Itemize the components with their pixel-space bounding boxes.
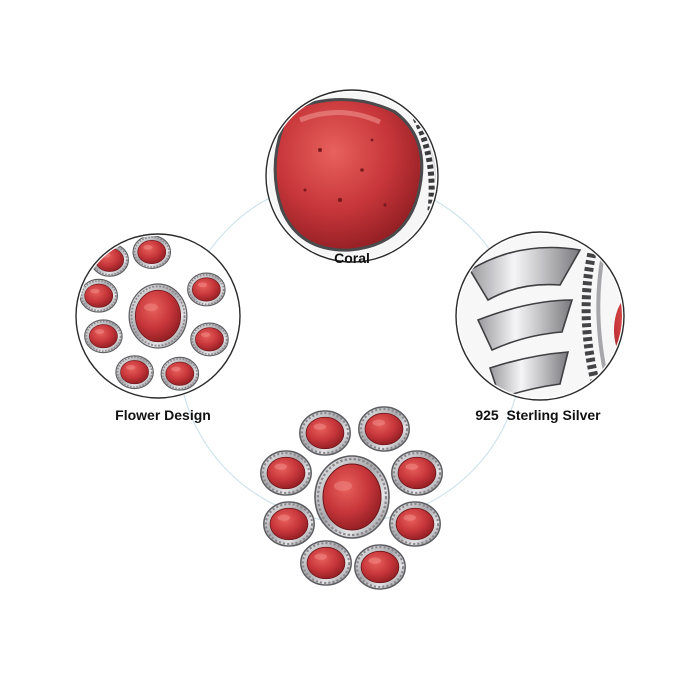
- coral-detail-bubble: [265, 89, 439, 263]
- coral-label: Coral: [334, 250, 370, 266]
- sterling-silver-label: 925 Sterling Silver: [475, 407, 601, 423]
- silver-detail-bubble: [455, 231, 625, 401]
- flower-detail-bubble: [75, 233, 241, 399]
- flower-design-label: Flower Design: [115, 407, 211, 423]
- flower-ring-main: [259, 405, 444, 591]
